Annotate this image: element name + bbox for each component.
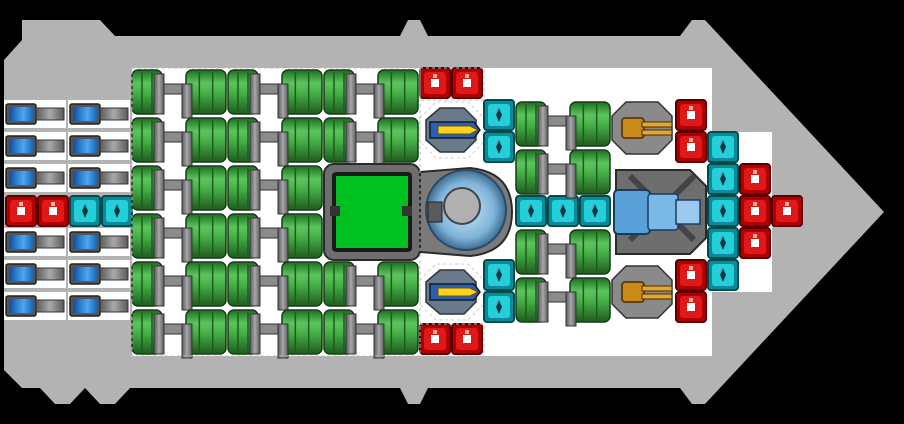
gun-icon [419,263,485,321]
pipe-junction [153,217,193,263]
thruster-icon [68,132,130,160]
pipe-junction [537,105,577,151]
pipe-junction [249,313,289,359]
pipe-junction [249,217,289,263]
cyan-block [101,195,133,227]
red-block [675,99,707,131]
fuel-tank [185,69,227,115]
cyan-block [69,195,101,227]
red-block [675,291,707,323]
thruster-icon [4,260,66,288]
red-block [451,67,483,99]
red-block [739,195,771,227]
green-screen-icon [323,163,421,261]
red-block [37,195,69,227]
thruster-icon [4,292,66,320]
red-block [419,323,451,355]
cyan-block [515,195,547,227]
cyan-block [707,163,739,195]
cyan-block [707,227,739,259]
cyan-block [483,131,515,163]
cyan-block [707,259,739,291]
thruster-icon [68,100,130,128]
turret-icon [611,265,673,319]
pipe-junction [249,121,289,167]
fuel-tank [377,117,419,163]
fuel-tank [281,261,323,307]
red-block [675,131,707,163]
cannon-icon [613,169,707,255]
thruster-icon [68,228,130,256]
cyan-block [483,259,515,291]
pipe-junction [345,265,385,311]
turret-icon [611,101,673,155]
pipe-junction [345,313,385,359]
thruster-icon [68,292,130,320]
red-block [419,67,451,99]
red-block [5,195,37,227]
fuel-tank [377,261,419,307]
pipe-junction [537,153,577,199]
pipe-junction [153,265,193,311]
pipe-junction [153,169,193,215]
fuel-tank [185,213,227,259]
fuel-tank [569,229,611,275]
pipe-junction [345,73,385,119]
thruster-icon [4,132,66,160]
cyan-block [483,99,515,131]
cyan-block [483,291,515,323]
cyan-block [707,195,739,227]
pipe-junction [249,169,289,215]
dome-icon [419,166,514,258]
fuel-tank [377,309,419,355]
red-block [771,195,803,227]
pipe-junction [537,233,577,279]
cyan-block [707,131,739,163]
thruster-icon [4,100,66,128]
pipe-junction [153,313,193,359]
fuel-tank [185,165,227,211]
cyan-block [579,195,611,227]
red-block [675,259,707,291]
pipe-junction [249,73,289,119]
pipe-junction [249,265,289,311]
cyan-block [547,195,579,227]
pipe-junction [153,73,193,119]
thruster-icon [68,260,130,288]
thruster-icon [4,164,66,192]
red-block [739,163,771,195]
thruster-icon [4,228,66,256]
red-block [451,323,483,355]
gun-icon [419,101,485,159]
red-block [739,227,771,259]
pipe-junction [153,121,193,167]
thruster-icon [68,164,130,192]
pipe-junction [537,281,577,327]
